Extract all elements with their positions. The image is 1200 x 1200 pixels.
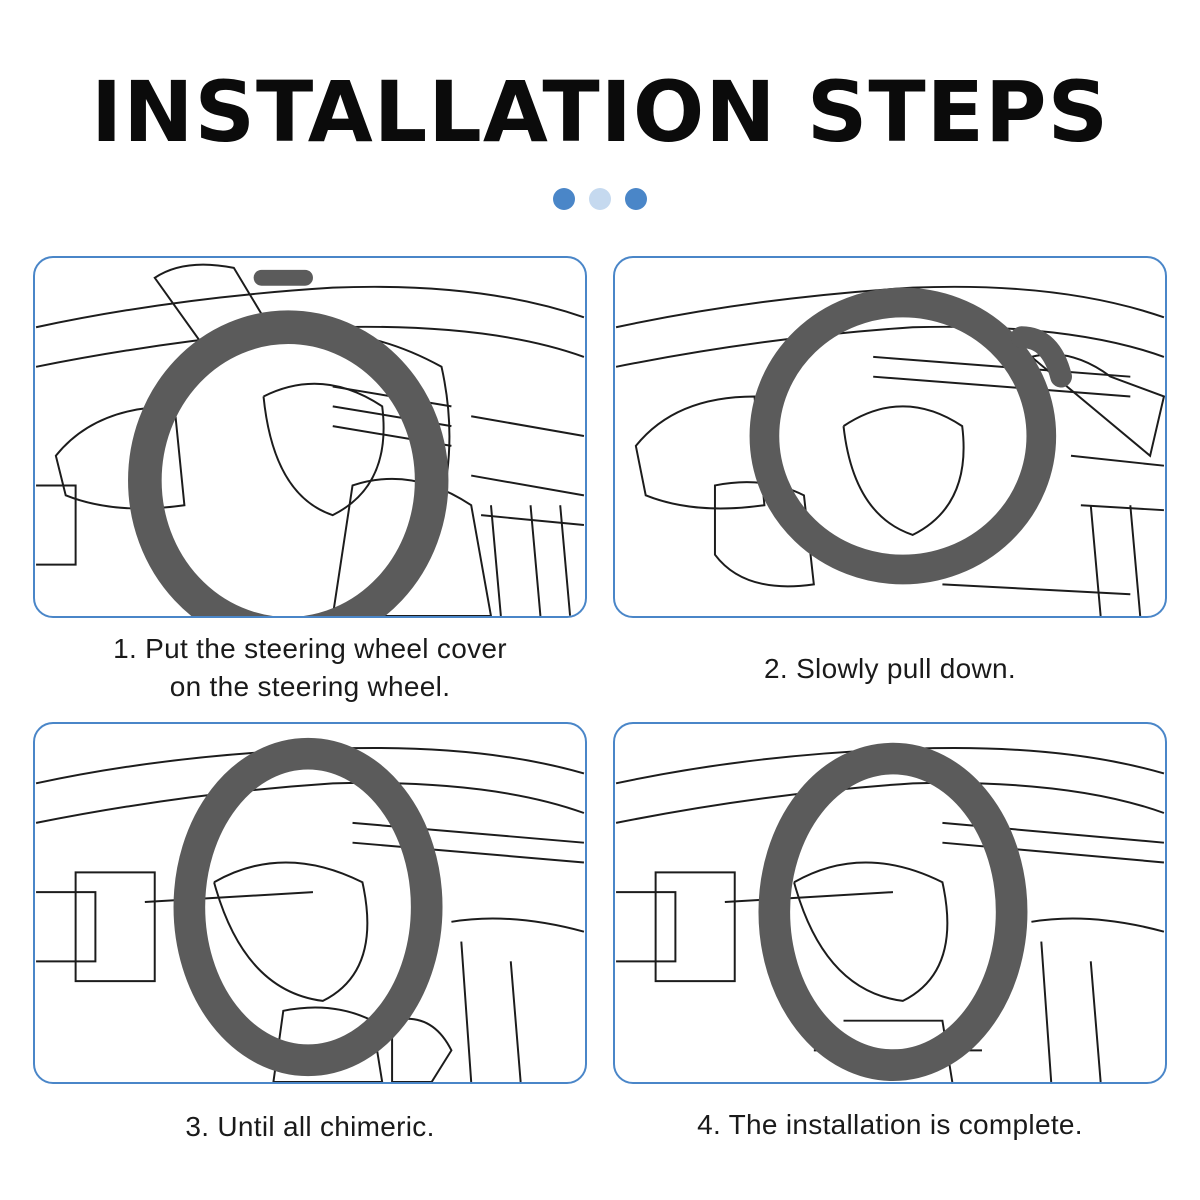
step-1-caption-line-2: on the steering wheel. <box>169 671 451 702</box>
steering-wheel-cover-pulling-icon <box>615 285 1165 616</box>
step-3-caption: 3. Until all chimeric. <box>30 1108 590 1146</box>
step-2-illustration <box>613 256 1167 618</box>
steering-wheel-cover-placing-icon <box>35 263 585 616</box>
dot-3 <box>625 188 647 210</box>
steering-wheel-cover-complete-icon <box>615 742 1165 1082</box>
step-1-caption-line-1: 1. Put the steering wheel cover <box>113 633 507 664</box>
dot-2 <box>589 188 611 210</box>
pagination-dots <box>0 188 1200 210</box>
dot-1 <box>553 188 575 210</box>
step-1-illustration <box>33 256 587 618</box>
step-2-caption-line-1: 2. Slowly pull down. <box>764 653 1016 684</box>
step-4-caption-line-1: 4. The installation is complete. <box>697 1109 1083 1140</box>
step-3-caption-line-1: 3. Until all chimeric. <box>185 1111 435 1142</box>
step-1-caption: 1. Put the steering wheel cover on the s… <box>30 630 590 706</box>
step-3-illustration <box>33 722 587 1084</box>
step-4-caption: 4. The installation is complete. <box>610 1106 1170 1144</box>
step-2-caption: 2. Slowly pull down. <box>610 650 1170 688</box>
page-title: INSTALLATION STEPS <box>90 63 1110 161</box>
step-4-illustration <box>613 722 1167 1084</box>
steering-wheel-cover-fitting-icon <box>35 737 585 1082</box>
